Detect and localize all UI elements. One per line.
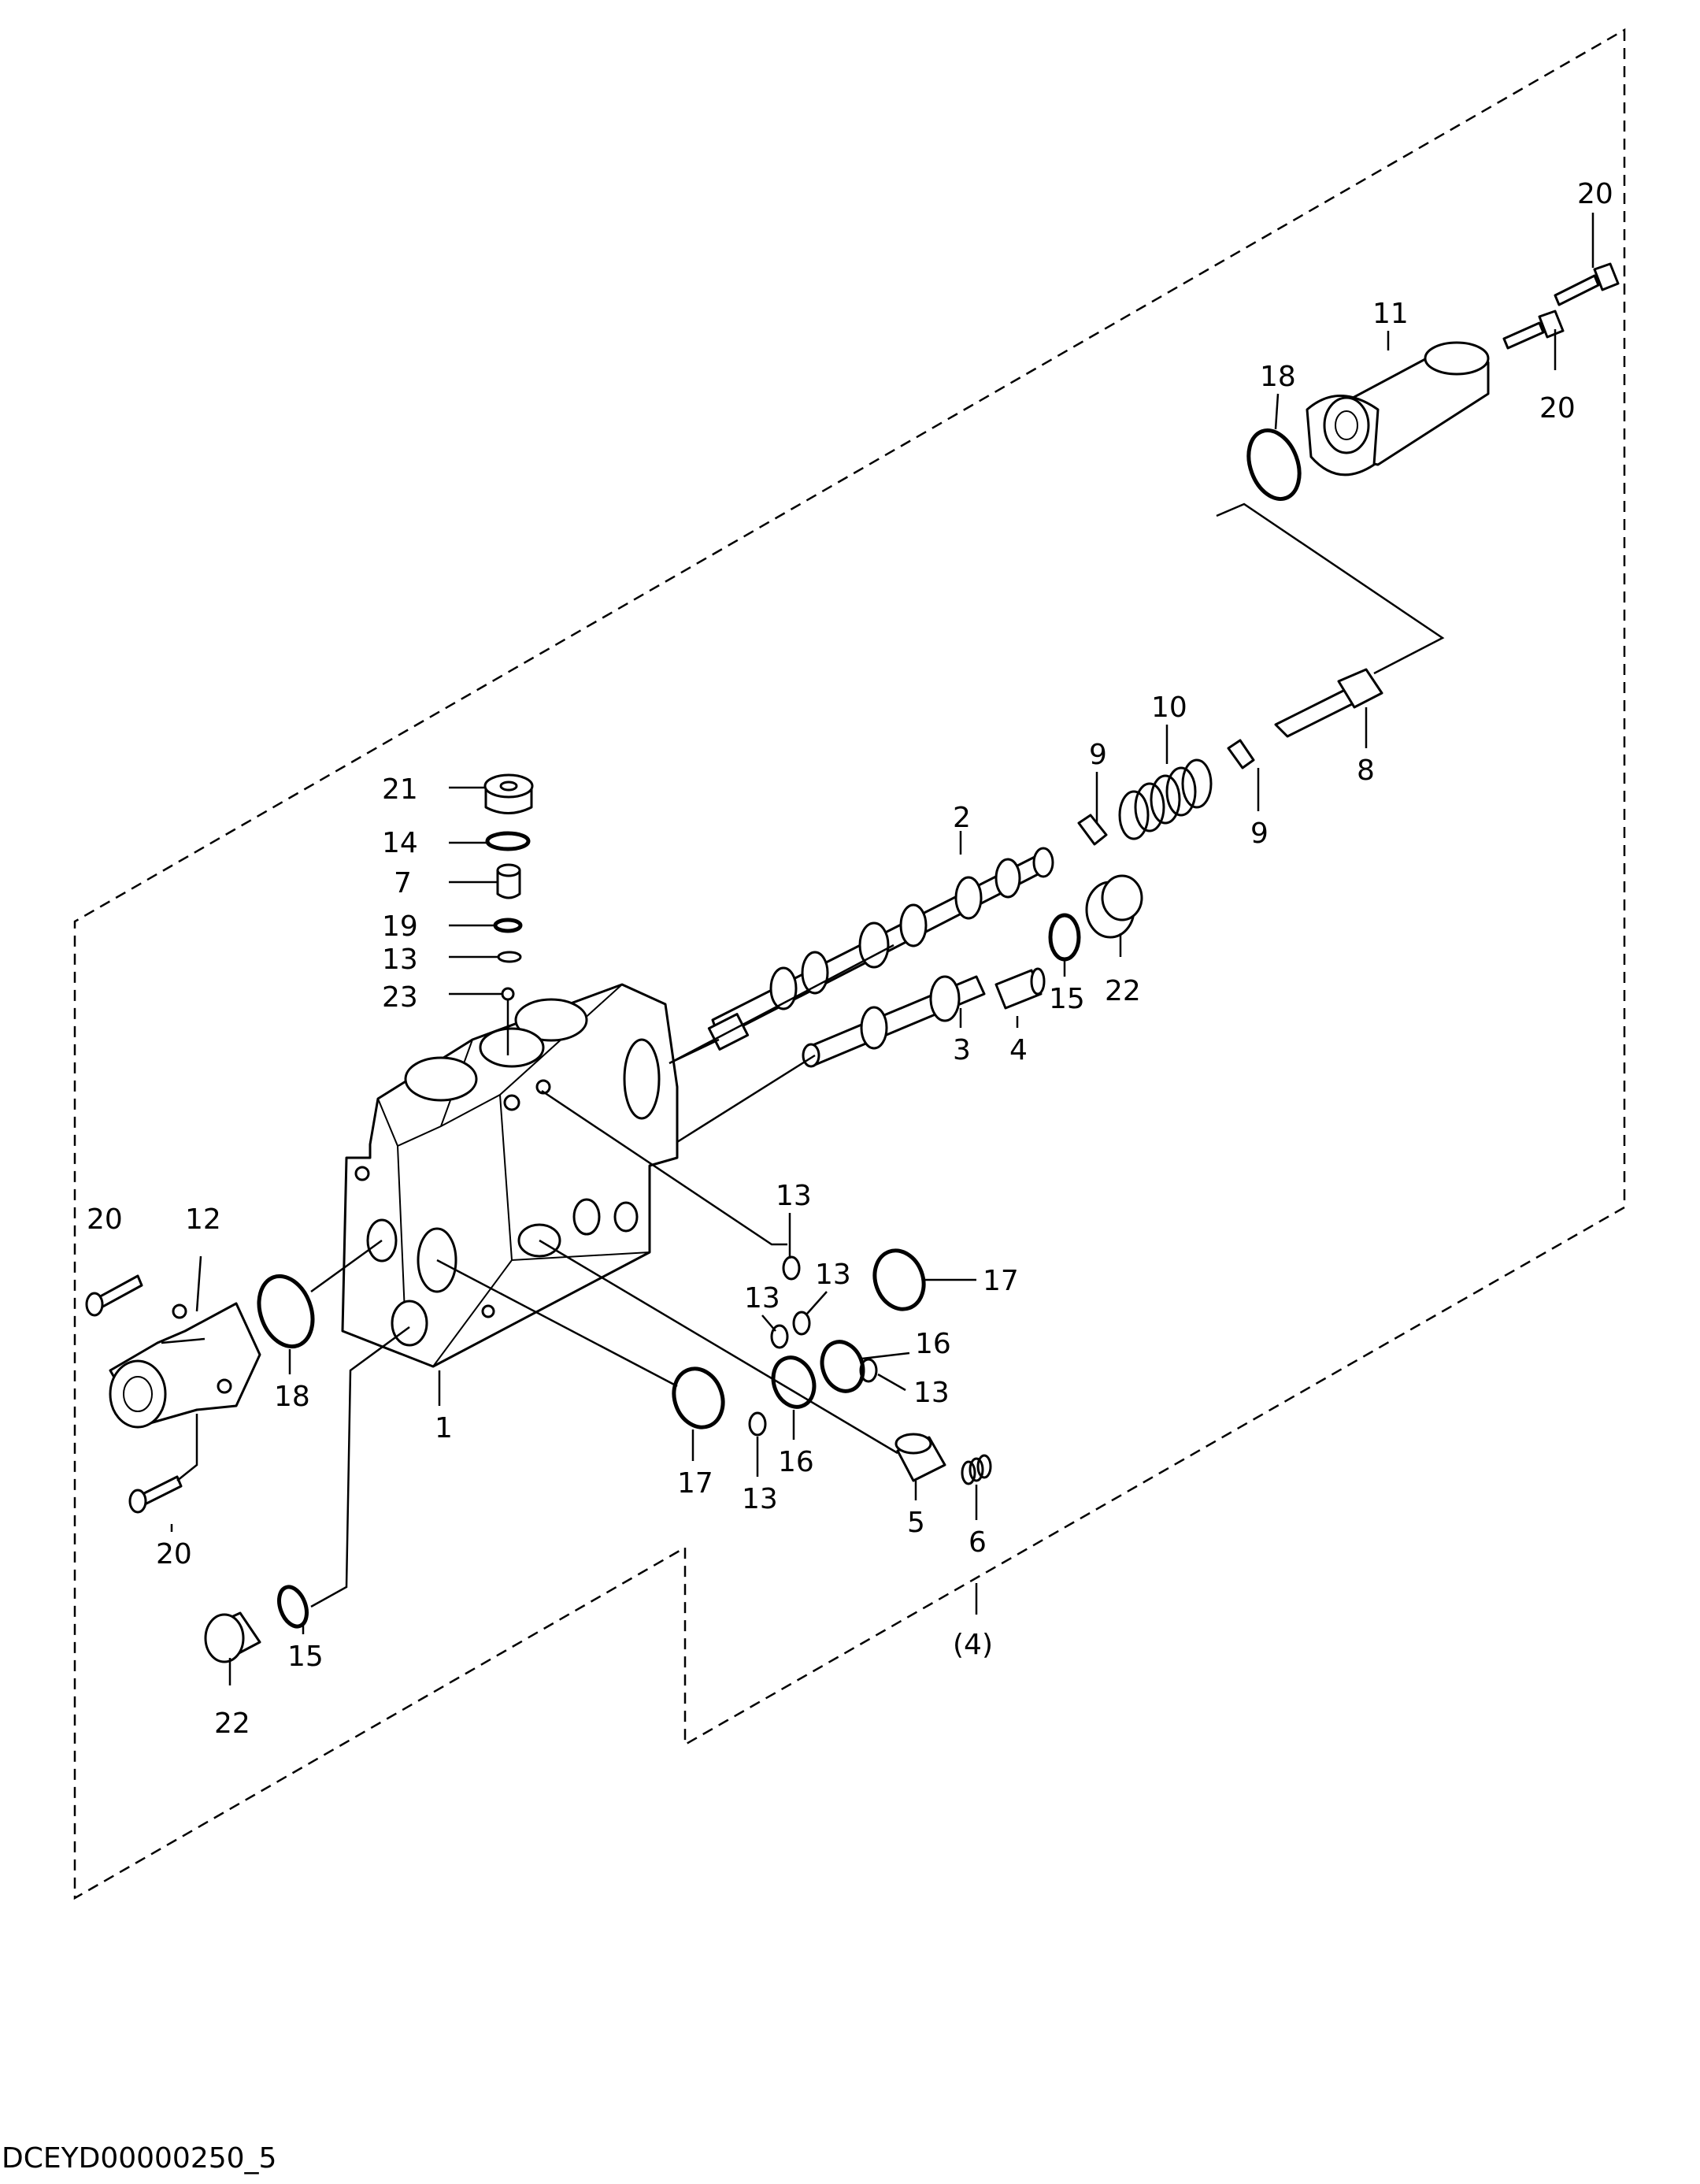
bolt-20-left-b: [128, 1475, 183, 1514]
assembly-boundary: [73, 28, 1626, 1900]
callout-1: 1: [435, 1412, 453, 1444]
drawing-code: DCEYD00000250_5: [2, 2142, 276, 2175]
callout-22a: 22: [1105, 975, 1141, 1007]
plug-22-left: [204, 1611, 261, 1663]
plug-5: [894, 1433, 946, 1482]
plug-22-right: [1085, 874, 1143, 939]
spool-2: [707, 847, 1054, 1051]
bolt-20-top-a: [1554, 262, 1620, 306]
callout-20b: 20: [1539, 392, 1576, 425]
oring-18-left: [257, 1274, 315, 1349]
oring-15-left: [277, 1585, 309, 1629]
callout-6: 6: [969, 1526, 987, 1559]
callout-assembly: (4): [953, 1629, 993, 1661]
oring-13-a: [782, 1255, 801, 1281]
callout-19: 19: [382, 910, 418, 943]
callout-15a: 15: [1049, 983, 1085, 1015]
callout-13a: 13: [382, 944, 418, 976]
callout-13b: 13: [776, 1180, 812, 1212]
oring-16-a: [820, 1340, 865, 1393]
callout-7: 7: [394, 867, 412, 899]
spring-4: [994, 967, 1046, 1010]
cap-12: [109, 1302, 261, 1429]
callout-20c: 20: [87, 1203, 123, 1236]
callout-9b: 9: [1250, 818, 1269, 850]
bolt-20-top-b: [1502, 310, 1565, 350]
oring-19: [493, 918, 523, 933]
callout-3: 3: [953, 1034, 971, 1066]
valve-7: [496, 863, 521, 899]
oring-18-top: [1246, 428, 1302, 502]
callout-17a: 17: [983, 1265, 1019, 1297]
callout-16a: 16: [915, 1328, 951, 1360]
callout-13d: 13: [744, 1282, 780, 1314]
callout-13c: 13: [815, 1259, 851, 1291]
callout-18a: 18: [1260, 361, 1296, 393]
oring-15-right: [1048, 913, 1081, 962]
callout-21: 21: [382, 773, 418, 806]
callout-23: 23: [382, 981, 418, 1014]
callout-2: 2: [953, 802, 971, 834]
leader-lines: [161, 213, 1594, 1685]
callout-17b: 17: [677, 1467, 713, 1500]
callout-20d: 20: [156, 1538, 192, 1570]
callout-11: 11: [1372, 298, 1409, 330]
oring-17-right: [872, 1248, 926, 1311]
cap-11: [1306, 341, 1490, 476]
spring-10: [1118, 758, 1213, 840]
spring-seat-9b: [1227, 739, 1255, 769]
callout-16b: 16: [778, 1446, 814, 1478]
plug-21: [483, 773, 534, 814]
bolt-20-left-a: [85, 1274, 143, 1317]
valve-body: [341, 983, 679, 1368]
callout-8: 8: [1357, 755, 1375, 787]
callout-4: 4: [1009, 1034, 1028, 1066]
oring-13-c: [770, 1324, 789, 1349]
oring-13-d: [859, 1358, 878, 1383]
callout-15b: 15: [287, 1641, 324, 1673]
callout-12: 12: [185, 1203, 221, 1236]
callout-9a: 9: [1089, 739, 1107, 771]
ball-23: [501, 987, 515, 1001]
oring-13-b: [792, 1311, 811, 1336]
callout-13f: 13: [742, 1483, 778, 1515]
stopper-8: [1274, 668, 1383, 738]
poppet-3: [802, 975, 986, 1068]
callout-14: 14: [382, 827, 418, 859]
callout-5: 5: [907, 1507, 925, 1539]
spring-6: [961, 1454, 992, 1485]
oring-13-top: [497, 951, 522, 963]
callout-22b: 22: [214, 1708, 250, 1740]
oring-17-center: [672, 1366, 725, 1429]
callout-10: 10: [1151, 692, 1187, 724]
oring-13-e: [748, 1411, 767, 1437]
oring-14: [485, 831, 531, 851]
callout-20a: 20: [1577, 178, 1613, 210]
callouts: 1 2 3 4 5 6 7 8 9 9 10 11 12 13 13 13 13…: [87, 178, 1613, 1740]
oring-16-b: [771, 1355, 817, 1409]
spring-seat-9a: [1077, 814, 1108, 846]
callout-13e: 13: [913, 1377, 950, 1409]
callout-18b: 18: [274, 1381, 310, 1413]
